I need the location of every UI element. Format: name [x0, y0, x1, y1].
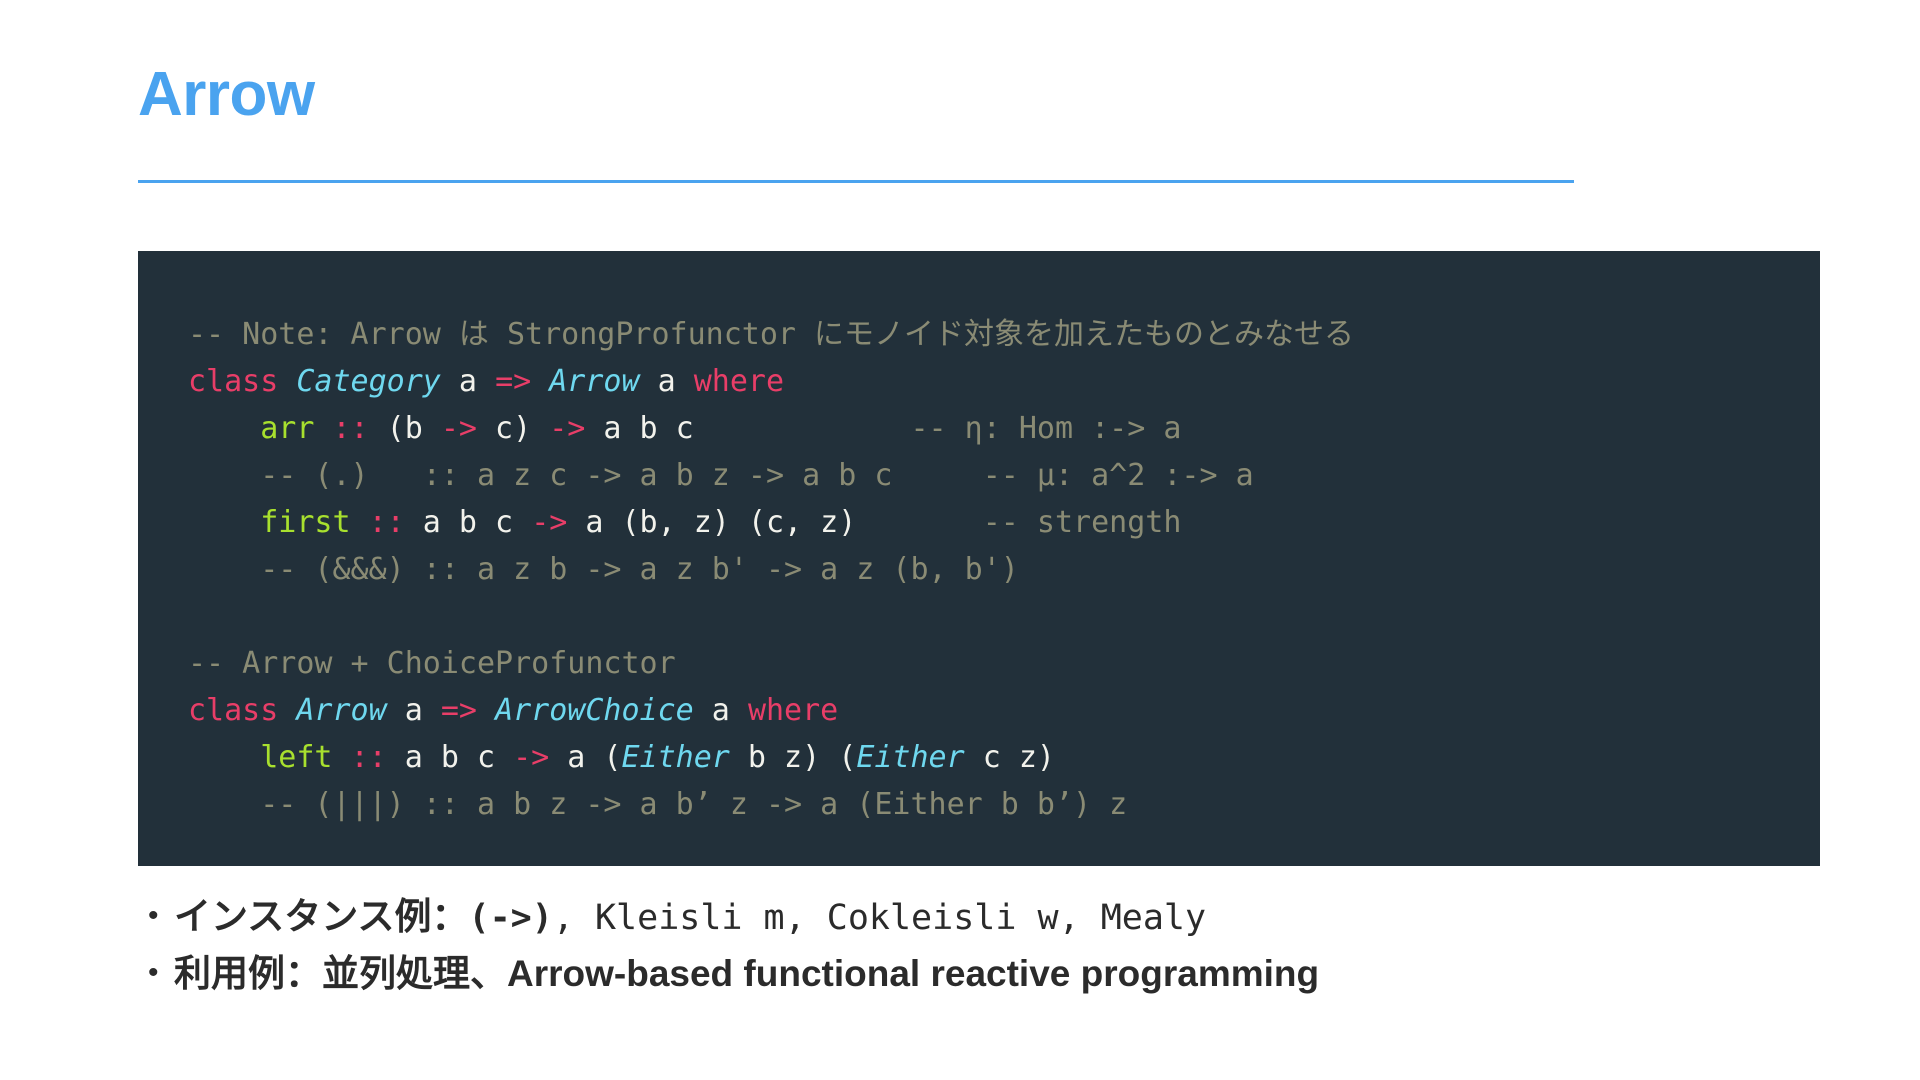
bullet-usage: • 利用例：並列処理、Arrow-based functional reactiv…	[148, 950, 1848, 998]
line-blank-1	[188, 593, 1820, 640]
code-token: ::	[332, 411, 369, 446]
code-token	[333, 740, 351, 775]
code-token: Category	[296, 364, 441, 399]
code-token: (b	[368, 411, 441, 446]
code-token: where	[693, 364, 785, 399]
code-token	[351, 505, 369, 540]
bullet-instances: • インスタンス例：(->), Kleisli m, Cokleisli w, M…	[148, 893, 1848, 942]
bullet-dot-icon: •	[148, 899, 159, 932]
code-token: -- (.) :: a z c -> a b z -> a b c -- μ: …	[260, 458, 1254, 493]
code-token: a (b, z) (c, z)	[567, 505, 983, 540]
code-token: b z) (	[729, 740, 857, 775]
code-token: a	[440, 364, 496, 399]
code-token	[188, 787, 260, 822]
bullet-dot-icon: •	[148, 955, 159, 989]
code-token: -- (|||) :: a b z -> a b’ z -> a (Either…	[260, 787, 1128, 822]
line-class-arrowchoice: class Arrow a => ArrowChoice a where	[188, 687, 1820, 734]
code-block: -- Note: Arrow は StrongProfunctor にモノイド対…	[138, 251, 1820, 866]
code-token	[188, 740, 260, 775]
code-token: -- (&&&) :: a z b -> a z b' -> a z (b, b…	[260, 552, 1019, 587]
code-token	[477, 693, 495, 728]
code-token: a b c	[386, 740, 514, 775]
code-token: ->	[531, 505, 568, 540]
code-token: a b c	[404, 505, 532, 540]
code-token: c)	[477, 411, 550, 446]
bullet-text: インスタンス例：(->), Kleisli m, Cokleisli w, Me…	[174, 893, 1206, 942]
code-token: a	[386, 693, 441, 728]
code-token: Either	[856, 740, 965, 775]
code-token: -- Arrow + ChoiceProfunctor	[188, 646, 676, 681]
code-token	[188, 552, 260, 587]
code-token: arr	[260, 411, 315, 446]
title-divider	[138, 180, 1574, 183]
code-token: -- strength	[982, 505, 1182, 540]
code-token: class	[188, 364, 297, 399]
title-area: Arrow	[138, 62, 1782, 127]
code-token: ::	[350, 740, 387, 775]
code-token: a	[693, 693, 748, 728]
code-token: Arrow	[296, 693, 387, 728]
code-token: ArrowChoice	[495, 693, 694, 728]
code-token: -- η: Hom :-> a	[910, 411, 1182, 446]
code-token: ->	[513, 740, 550, 775]
line-compose: -- (.) :: a z c -> a b z -> a b c -- μ: …	[188, 452, 1820, 499]
code-token: first	[260, 505, 351, 540]
code-listing: -- Note: Arrow は StrongProfunctor にモノイド対…	[138, 311, 1820, 828]
bullet-segment: ,	[552, 898, 595, 938]
code-token: c z)	[964, 740, 1055, 775]
bullet-segment: 利用例：並列処理、Arrow-based functional reactive…	[174, 952, 1320, 994]
line-class-arrow: class Category a => Arrow a where	[188, 358, 1820, 405]
page-title: Arrow	[138, 60, 315, 129]
code-token: ->	[440, 411, 477, 446]
code-token: Arrow	[549, 364, 640, 399]
code-token	[188, 458, 260, 493]
code-token: a (	[549, 740, 622, 775]
code-token: ::	[368, 505, 405, 540]
code-token	[188, 505, 260, 540]
bullet-segment: Kleisli m, Cokleisli w, Mealy	[594, 898, 1207, 938]
code-token	[531, 364, 549, 399]
code-token: =>	[440, 693, 477, 728]
code-token: ->	[549, 411, 586, 446]
bullet-segment: (->)	[468, 898, 553, 938]
line-fanin: -- (|||) :: a b z -> a b’ z -> a (Either…	[188, 781, 1820, 828]
code-token	[188, 411, 260, 446]
code-token: Either	[621, 740, 730, 775]
code-token: class	[188, 693, 297, 728]
bullet-list: • インスタンス例：(->), Kleisli m, Cokleisli w, M…	[148, 893, 1848, 1006]
line-comment-choice: -- Arrow + ChoiceProfunctor	[188, 640, 1820, 687]
line-fanout: -- (&&&) :: a z b -> a z b' -> a z (b, b…	[188, 546, 1820, 593]
code-token: left	[260, 740, 333, 775]
bullet-text: 利用例：並列処理、Arrow-based functional reactive…	[174, 950, 1319, 998]
code-token: =>	[495, 364, 532, 399]
line-arr: arr :: (b -> c) -> a b c -- η: Hom :-> a	[188, 405, 1820, 452]
code-token: where	[747, 693, 839, 728]
line-note: -- Note: Arrow は StrongProfunctor にモノイド対…	[188, 311, 1820, 358]
code-token: a	[639, 364, 694, 399]
code-token	[314, 411, 332, 446]
code-token: -- Note: Arrow は StrongProfunctor にモノイド対…	[188, 317, 1355, 352]
line-left: left :: a b c -> a (Either b z) (Either …	[188, 734, 1820, 781]
line-first: first :: a b c -> a (b, z) (c, z) -- str…	[188, 499, 1820, 546]
code-token: a b c	[585, 411, 911, 446]
bullet-segment: インスタンス例：	[174, 896, 469, 937]
